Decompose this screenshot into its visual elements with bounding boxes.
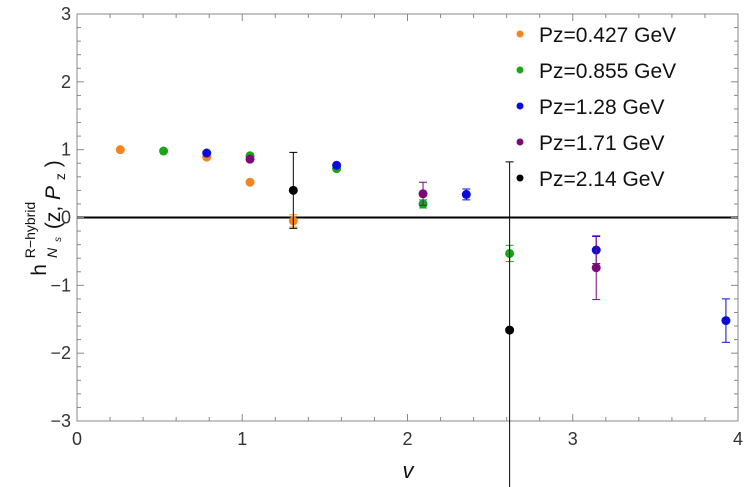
legend-label: Pz=1.71 GeV	[539, 132, 665, 155]
legend-marker	[516, 174, 524, 182]
x-tick-label: 4	[733, 429, 743, 449]
y-label-args: (z,	[42, 206, 65, 229]
y-label-psub: z	[52, 173, 68, 180]
y-label-close: )	[42, 160, 65, 167]
data-point	[245, 177, 255, 187]
y-label-base: h	[28, 264, 51, 276]
data-point	[115, 145, 125, 155]
data-point	[461, 189, 471, 199]
y-tick-label: 0	[61, 208, 71, 228]
data-point	[288, 185, 298, 195]
legend-item: Pz=1.28 GeV	[516, 96, 665, 119]
y-label-sub: N	[44, 247, 60, 258]
y-tick-label: 2	[61, 72, 71, 92]
data-point	[721, 316, 731, 326]
y-label-p: P	[42, 186, 65, 200]
legend-label: Pz=2.14 GeV	[539, 168, 665, 191]
data-point	[159, 146, 169, 156]
data-points	[115, 145, 731, 487]
legend-marker	[516, 30, 524, 38]
legend-item: Pz=0.855 GeV	[516, 60, 676, 83]
y-tick-label: 3	[61, 4, 71, 24]
x-tick-label: 2	[402, 429, 412, 449]
data-point	[202, 148, 212, 158]
x-tick-label: 0	[72, 429, 82, 449]
legend-label: Pz=1.28 GeV	[539, 96, 665, 119]
series-4	[245, 154, 601, 301]
x-tick-label: 1	[237, 429, 247, 449]
data-point	[332, 160, 342, 170]
y-tick-label: −3	[50, 411, 71, 431]
legend-item: Pz=2.14 GeV	[516, 168, 665, 191]
y-tick-label: 1	[61, 140, 71, 160]
legend-marker	[516, 102, 524, 110]
axis-ticks: 0 1 2 3 4 3 2 1 0 −1 −2 −3	[50, 4, 743, 449]
y-axis-label: h R−hybrid N s (z, P z )	[17, 160, 70, 275]
legend: Pz=0.427 GeV Pz=0.855 GeV Pz=1.28 GeV Pz=1.…	[516, 24, 676, 191]
legend-item: Pz=1.71 GeV	[516, 132, 665, 155]
legend-label: Pz=0.427 GeV	[539, 24, 676, 47]
y-tick-label: −2	[50, 343, 71, 363]
legend-item: Pz=0.427 GeV	[516, 24, 676, 47]
series-5	[288, 151, 515, 487]
y-tick-label: −1	[50, 275, 71, 295]
x-axis-label: v	[403, 458, 416, 483]
y-label-sup: R−hybrid	[22, 202, 38, 258]
y-label-subsub: s	[53, 237, 64, 242]
x-tick-label: 3	[568, 429, 578, 449]
data-point	[418, 189, 428, 199]
legend-label: Pz=0.855 GeV	[539, 60, 676, 83]
data-point	[591, 263, 601, 273]
data-point	[245, 154, 255, 164]
data-point	[505, 325, 515, 335]
legend-marker	[516, 66, 524, 74]
legend-marker	[516, 138, 524, 146]
